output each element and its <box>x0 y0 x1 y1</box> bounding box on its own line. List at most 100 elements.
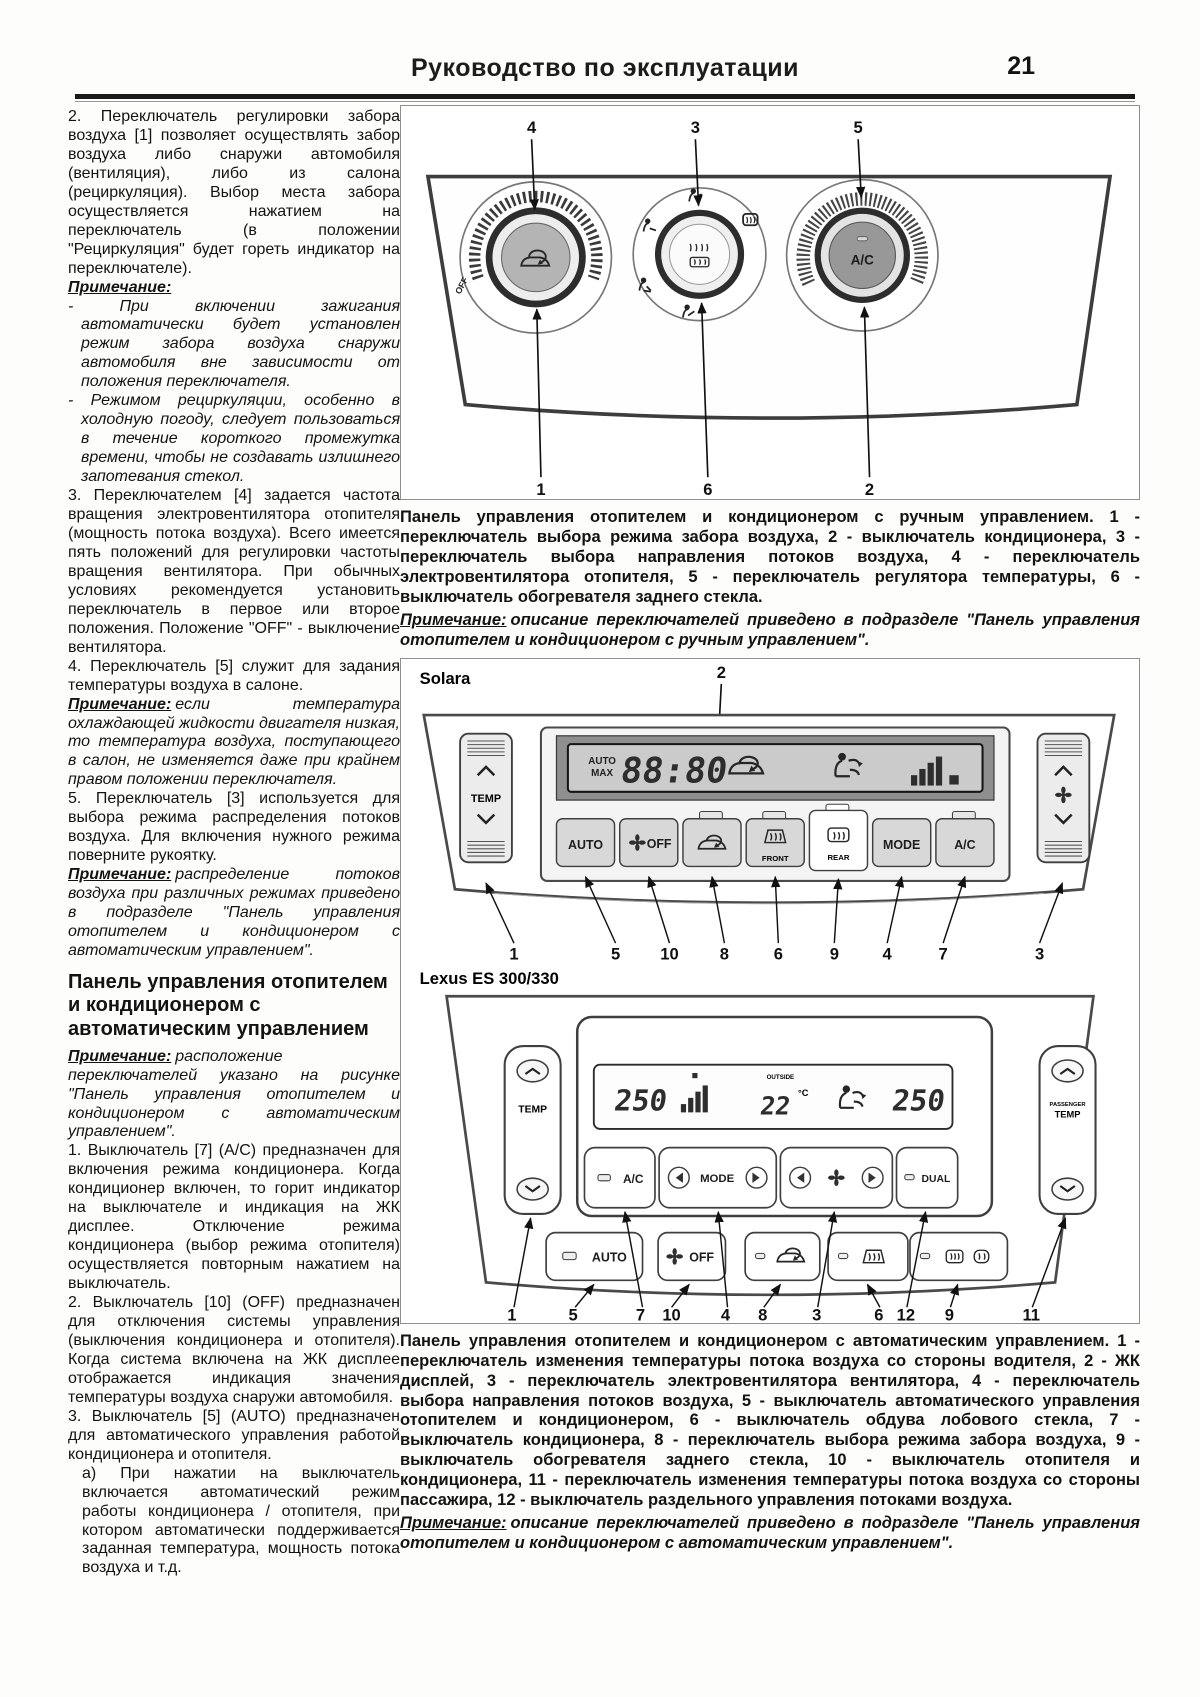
figure1-note-text: описание переключателей приведено в подр… <box>400 610 1140 649</box>
outside-temp-unit: °C <box>798 1087 809 1097</box>
rear-defrost-button <box>808 809 869 871</box>
paragraph-ac-switch: 1. Выключатель [7] (A/C) предназначен дл… <box>68 1142 400 1293</box>
model-label-lexus: Lexus ES 300/330 <box>420 969 559 988</box>
header-rule <box>75 94 1135 99</box>
fan-bars-icon <box>680 1072 708 1113</box>
callout-10: 10 <box>660 944 678 963</box>
rear-defrost-mode-icon <box>742 212 759 227</box>
front-defrost-button <box>827 1231 909 1281</box>
airflow-mode-icons <box>638 188 759 318</box>
indicator-slot <box>904 1173 915 1180</box>
outside-label: OUTSIDE <box>767 1074 795 1081</box>
callout-6: 6 <box>774 944 783 963</box>
callout-9: 9 <box>830 944 839 963</box>
section-heading-auto-panel: Панель управления отопителем и кондицион… <box>68 970 388 1041</box>
note-1-item-2: - Режимом рециркуляции, особенно в холод… <box>68 392 400 486</box>
ac-button-label: A/C <box>851 253 874 268</box>
front-defrost-icon <box>862 1249 885 1264</box>
off-button-label: OFF <box>647 836 672 850</box>
callout-8: 8 <box>720 944 729 963</box>
triangle-right-icon <box>868 1172 876 1183</box>
chevron-down-icon <box>1059 1184 1076 1193</box>
fig1-callout-lines-bottom <box>532 301 871 478</box>
callout-9: 9 <box>945 1305 954 1322</box>
note-label: Примечание: <box>68 278 172 296</box>
fig2-callout-lines <box>485 875 1064 944</box>
paragraph-auto-switch-a: а) При нажатии на выключатель включается… <box>82 1464 400 1577</box>
chevron-up-icon <box>1059 1067 1076 1075</box>
lcd-fan-bars-icon <box>911 756 959 786</box>
lcd-airflow-seat-icon <box>834 752 863 778</box>
lexus-center-unit: 250 OUTSIDE 22 °C 250 <box>575 1015 994 1217</box>
paragraph-air-intake: 2. Переключатель регулировки забора возд… <box>68 108 400 277</box>
note-3-text: распределение потоков воздуха при различ… <box>68 866 400 959</box>
callout-1: 1 <box>507 1305 516 1322</box>
callout-3: 3 <box>1035 944 1044 963</box>
triangle-left-icon <box>796 1172 805 1183</box>
note-1-item-1: - При включении зажигания автоматически … <box>68 297 400 391</box>
manual-panel-drawing: OFF <box>425 118 1113 499</box>
page-number: 21 <box>1007 52 1035 80</box>
passenger-temp-label: TEMP <box>1055 1109 1081 1119</box>
rear-button-label: REAR <box>827 853 849 862</box>
mode-right-icon <box>745 1166 768 1189</box>
lcd-max-label: MAX <box>591 768 613 779</box>
airflow-mode-dial <box>632 187 767 322</box>
note-label: Примечание: <box>68 695 172 713</box>
left-text-column: 2. Переключатель регулировки забора возд… <box>68 108 400 1578</box>
callout-11: 11 <box>1022 1305 1040 1322</box>
auto-button-label: AUTO <box>568 837 603 851</box>
chevron-up-icon <box>524 1067 541 1075</box>
callout-7: 7 <box>636 1305 645 1322</box>
ac-button <box>583 1146 656 1209</box>
front-defrost-icon <box>763 829 787 843</box>
fig2-callout-numbers: 1 5 10 8 6 9 4 7 3 <box>509 944 1044 963</box>
mode-left-icon <box>667 1166 690 1189</box>
indicator-slot <box>837 1252 849 1259</box>
chevron-down-icon <box>524 1184 541 1193</box>
callout-5: 5 <box>854 118 863 137</box>
fig1-callout-lines-top <box>529 139 866 211</box>
paragraph-fan-speed: 3. Переключателем [4] задается частота в… <box>68 487 400 656</box>
mode-button-label: MODE <box>700 1173 735 1185</box>
passenger-temp-digits: 250 <box>890 1083 947 1117</box>
callout-4: 4 <box>527 118 537 137</box>
rocker-ridges <box>1044 840 1083 857</box>
indicator-slot <box>755 1252 766 1259</box>
dual-button <box>895 1146 959 1209</box>
lexus-panel-drawing: Lexus ES 300/330 TEMP PASSENGER TEMP <box>420 969 1097 1323</box>
figure3-note-text: описание переключателей приведено в подр… <box>400 1514 1140 1553</box>
driver-temp-digits: 250 <box>612 1083 669 1117</box>
figure-manual-panel: OFF <box>400 105 1140 500</box>
fan-down-icon <box>789 1166 812 1189</box>
panel-lower-seam <box>494 892 1044 904</box>
lexus-row1-buttons: A/C MODE DUAL <box>583 1146 959 1209</box>
rear-defrost-icon <box>945 1249 964 1264</box>
solara-center-unit: AUTO MAX 88:80 AUTO <box>539 726 1011 882</box>
callout-6: 6 <box>874 1305 883 1322</box>
figure1-note: Примечание:описание переключателей приве… <box>400 611 1140 651</box>
paragraph-temperature: 4. Переключатель [5] служит для задания … <box>68 657 400 694</box>
temperature-dial: A/C <box>785 178 939 332</box>
lcd-temperature-digits: 88:80 <box>618 750 730 791</box>
mode-button-label: MODE <box>883 837 920 851</box>
callout-3: 3 <box>812 1305 821 1322</box>
callout-7: 7 <box>939 944 948 963</box>
indicator-slot <box>919 1252 931 1259</box>
callout-4: 4 <box>883 944 893 963</box>
fig3-callout-lines <box>513 1210 1067 1308</box>
callout-5: 5 <box>568 1305 577 1322</box>
lexus-row2-buttons: AUTO OFF <box>545 1231 1009 1281</box>
rear-defrost-button <box>668 223 731 285</box>
fan-speed-rocker <box>1036 732 1091 863</box>
ac-indicator <box>856 236 868 242</box>
temp-up-button <box>1051 1058 1084 1083</box>
paragraph-auto-switch: 3. Выключатель [5] (AUTO) предназначен д… <box>68 1407 400 1463</box>
temp-down-button <box>1051 1177 1084 1201</box>
front-button-label: FRONT <box>762 854 789 863</box>
airflow-seat-icon <box>838 1085 867 1109</box>
rocker-ridges <box>467 840 505 857</box>
chevron-up-icon <box>476 764 496 776</box>
callout-8: 8 <box>758 1305 767 1322</box>
figure3-caption: Панель управления отопителем и кондицион… <box>400 1331 1140 1510</box>
